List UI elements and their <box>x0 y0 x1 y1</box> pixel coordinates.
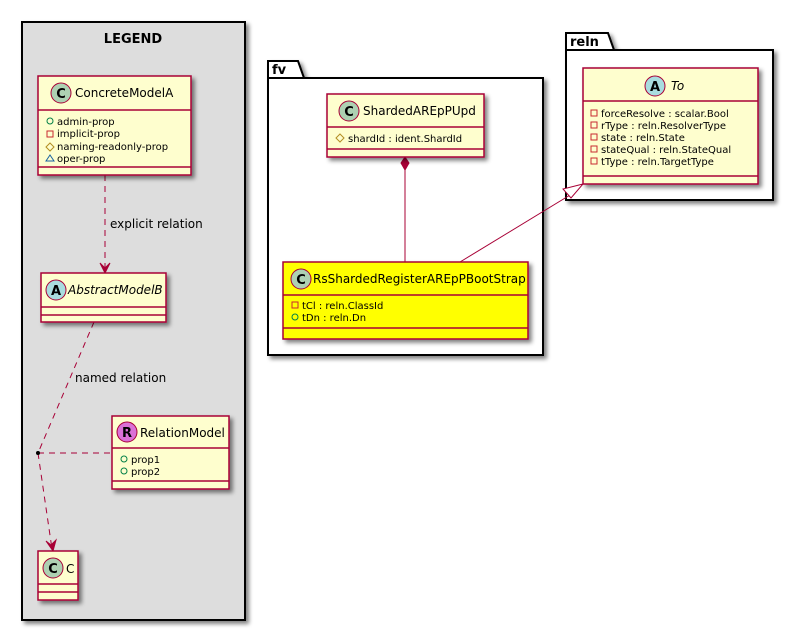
svg-text:tDn : reln.Dn: tDn : reln.Dn <box>302 313 366 324</box>
class-stereotype-icon <box>42 557 64 579</box>
arrowhead-icon <box>99 262 111 275</box>
svg-text:naming-readonly-prop: naming-readonly-prop <box>57 142 168 153</box>
private-visibility-icon <box>46 130 54 138</box>
private-visibility-icon <box>590 145 598 153</box>
named-relation-target-line <box>37 452 53 550</box>
svg-text:C: C <box>48 562 58 577</box>
class-stereotype-icon <box>290 268 312 290</box>
package-visibility-icon <box>45 154 55 162</box>
class-relation-model[interactable]: R RelationModel prop1 prop2 <box>111 415 230 490</box>
svg-text:C: C <box>296 273 306 288</box>
public-visibility-icon <box>120 467 128 475</box>
named-relation-label: named relation <box>75 371 166 385</box>
svg-text:rType : reln.ResolverType: rType : reln.ResolverType <box>601 121 726 132</box>
class-name: AbstractModelB <box>67 283 163 297</box>
public-visibility-icon <box>291 313 299 321</box>
arrowhead-icon <box>45 538 57 553</box>
class-abstract-model-b[interactable]: A AbstractModelB <box>40 272 167 323</box>
class-name: C <box>66 562 74 576</box>
svg-text:prop2: prop2 <box>131 467 160 478</box>
abstract-stereotype-icon <box>45 279 67 301</box>
private-visibility-icon <box>590 157 598 165</box>
class-c[interactable]: C C <box>37 550 79 601</box>
inheritance-line <box>459 191 576 263</box>
private-visibility-icon <box>291 301 299 309</box>
svg-text:oper-prop: oper-prop <box>57 154 105 165</box>
class-name: RsShardedRegisterAREpPBootStrap <box>313 272 526 286</box>
class-rs-sharded-register-arepp-bootstrap[interactable]: C RsShardedRegisterAREpPBootStrap tCl : … <box>282 261 529 340</box>
junction-dot <box>36 451 40 455</box>
explicit-relation-label: explicit relation <box>110 217 203 231</box>
private-visibility-icon <box>590 109 598 117</box>
inheritance-triangle-icon <box>562 183 585 199</box>
svg-text:tCl : reln.ClassId: tCl : reln.ClassId <box>302 301 383 312</box>
svg-text:admin-prop: admin-prop <box>57 117 115 128</box>
public-visibility-icon <box>120 455 128 463</box>
svg-text:prop1: prop1 <box>131 455 160 466</box>
protected-visibility-icon <box>335 133 345 143</box>
svg-text:R: R <box>122 426 132 441</box>
private-visibility-icon <box>590 133 598 141</box>
svg-text:implicit-prop: implicit-prop <box>57 129 120 140</box>
class-name: RelationModel <box>140 426 225 440</box>
legend-title: LEGEND <box>104 32 163 47</box>
svg-text:stateQual : reln.StateQual: stateQual : reln.StateQual <box>601 145 731 156</box>
relation-stereotype-icon <box>116 421 138 443</box>
protected-visibility-icon <box>45 142 55 152</box>
svg-text:state : reln.State: state : reln.State <box>601 133 685 144</box>
class-sharded-arepp-upd[interactable]: C ShardedAREpPUpd shardId : ident.ShardI… <box>326 93 485 158</box>
svg-text:A: A <box>650 80 660 95</box>
svg-text:A: A <box>51 284 61 299</box>
svg-text:C: C <box>56 87 66 102</box>
package-reln-title: reln <box>570 35 599 50</box>
class-name: ConcreteModelA <box>75 86 174 100</box>
composition-diamond-icon <box>400 156 410 172</box>
abstract-stereotype-icon <box>644 75 666 97</box>
class-concrete-model-a[interactable]: C ConcreteModelA admin-prop implicit-pro… <box>37 75 192 176</box>
class-stereotype-icon <box>338 100 360 122</box>
svg-text:tType : reln.TargetType: tType : reln.TargetType <box>601 157 714 168</box>
relations: explicit relation named relation <box>36 156 585 553</box>
named-relation-line <box>37 321 95 454</box>
private-visibility-icon <box>590 121 598 129</box>
package-fv-title: fv <box>272 63 287 78</box>
class-to[interactable]: A To forceResolve : scalar.Bool rType : … <box>582 67 759 185</box>
class-name: To <box>671 79 684 93</box>
svg-text:forceResolve : scalar.Bool: forceResolve : scalar.Bool <box>601 109 729 120</box>
class-stereotype-icon <box>50 82 72 104</box>
public-visibility-icon <box>46 117 54 125</box>
svg-text:shardId : ident.ShardId: shardId : ident.ShardId <box>348 134 462 145</box>
svg-text:C: C <box>344 105 354 120</box>
class-name: ShardedAREpPUpd <box>363 104 476 118</box>
